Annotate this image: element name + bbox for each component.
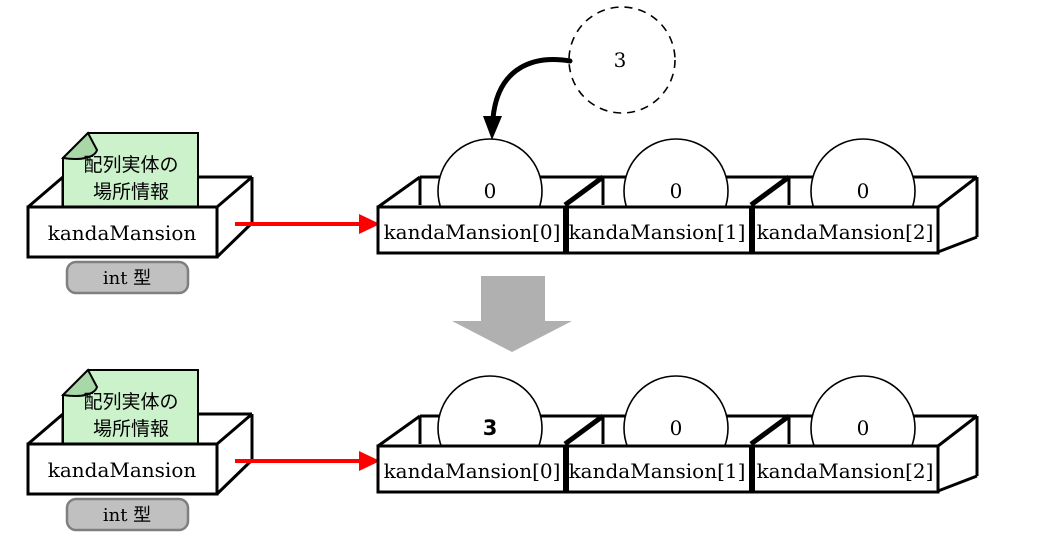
box-right-bottom-diagonal [215,458,254,496]
variable-box: 配列実体の 場所情報 kandaMansion int 型 [26,368,380,532]
variable-box: 配列実体の 場所情報 kandaMansion int 型 [26,131,380,295]
array-box: 3 0 0 kandaMansion[0] kandaMansion[1] ka… [376,375,979,494]
box-right-bottom-diagonal [215,221,254,259]
slot2-value: 0 [857,179,870,203]
box-right-diagonal [216,412,253,446]
slot1-label: kandaMansion[1] [569,220,746,244]
divider-diagonal-1 [563,413,605,447]
note-text-line1: 配列実体の [83,154,178,176]
divider-diagonal-2 [749,413,791,447]
transition-arrow-icon [452,276,572,352]
array-left-diagonal [377,414,421,448]
slot0-value: 3 [483,416,498,440]
slot0-label: kandaMansion[0] [384,220,561,244]
box-left-diagonal [27,412,64,446]
array-box: 0 0 0 kandaMansion[0] kandaMansion[1] ka… [376,138,979,255]
array-right-bottom-diagonal [937,474,978,493]
slot0-label: kandaMansion[0] [384,459,561,483]
reference-arrow-head [359,451,380,471]
slot1-value: 0 [670,179,683,203]
type-badge-label: int 型 [103,505,151,526]
type-badge-label: int 型 [103,268,151,289]
slot2-label: kandaMansion[2] [757,220,934,244]
array-right-bottom-diagonal [937,235,978,254]
note-text-line2: 場所情報 [93,181,169,203]
reference-arrow-head [359,214,380,234]
variable-name: kandaMansion [48,458,197,482]
slot1-value: 0 [670,416,683,440]
assignment-arrow-curve [490,57,573,121]
variable-name: kandaMansion [48,221,197,245]
type-badge-shape [65,497,190,532]
variable-box-front [26,442,219,496]
value-assignment: 3 [483,6,676,140]
after-state: 配列実体の 場所情報 kandaMansion int 型 [26,368,979,532]
divider-diagonal-2 [749,174,791,208]
variable-box-front [26,205,219,259]
slot1-label: kandaMansion[1] [569,459,746,483]
array-right-diagonal [937,414,978,448]
divider-diagonal-1 [563,174,605,208]
reference-arrow [235,214,380,234]
type-badge: int 型 [65,260,190,295]
type-badge-shape [65,260,190,295]
array-front [376,444,940,494]
pointer-note: 配列実体の 場所情報 [60,368,199,447]
type-badge: int 型 [65,497,190,532]
slot0-value: 0 [484,179,497,203]
array-left-diagonal [377,175,421,209]
array-right-diagonal [937,175,978,209]
box-right-diagonal [216,175,253,209]
note-folded-corner-icon [60,131,99,160]
array-front [376,205,940,255]
slot2-value: 0 [857,416,870,440]
note-text-line1: 配列実体の [83,391,178,413]
pointer-note: 配列実体の 場所情報 [60,131,199,210]
value-bubble-number: 3 [614,48,627,72]
assignment-arrow-head [483,116,502,140]
slot2-label: kandaMansion[2] [757,459,934,483]
reference-arrow [235,451,380,471]
note-folded-corner-icon [60,368,99,397]
note-text-line2: 場所情報 [93,418,169,440]
value-bubble [568,6,676,114]
box-left-diagonal [27,175,64,209]
before-state: 配列実体の 場所情報 kandaMansion int 型 [26,131,979,295]
